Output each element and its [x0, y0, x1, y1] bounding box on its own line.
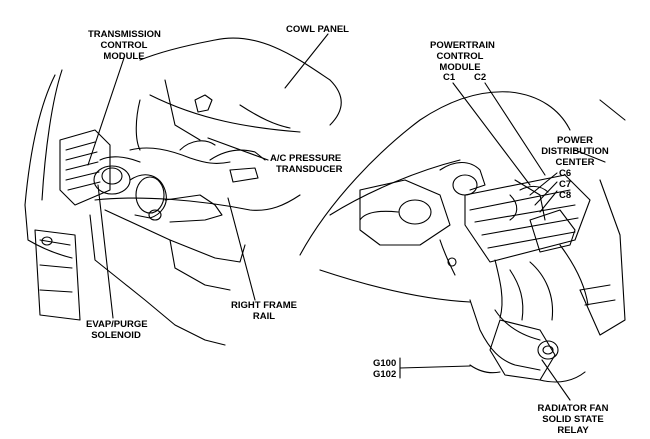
leader-pcm-c1 — [452, 82, 531, 186]
label-line: G100 — [373, 358, 397, 369]
label-line: RELAY — [557, 425, 589, 436]
label-line: RIGHT FRAME — [231, 300, 297, 311]
label-transmission-control-module: TRANSMISSION CONTROL MODULE — [88, 29, 161, 62]
label-line: EVAP/PURGE — [86, 319, 148, 330]
label-line: G102 — [373, 369, 397, 380]
leader-tcm — [87, 57, 125, 166]
leader-lines — [87, 33, 571, 401]
label-line: C2 — [474, 72, 487, 83]
label-line: POWER — [557, 135, 593, 146]
leader-pdc-c7 — [534, 181, 558, 206]
leader-pdc-c8 — [539, 190, 558, 213]
left-engine-bay-drawing — [24, 37, 342, 346]
label-line: A/C PRESSURE — [270, 153, 342, 164]
leader-ac — [207, 137, 269, 161]
label-line: MODULE — [103, 51, 145, 62]
leader-evap — [97, 184, 114, 319]
label-line: C1 — [443, 72, 456, 83]
label-pdc-connectors: C6 C7 C8 — [559, 168, 571, 201]
label-line: SOLENOID — [91, 330, 141, 341]
label-line: SOLID STATE — [542, 414, 604, 425]
label-line: TRANSMISSION — [88, 29, 161, 40]
label-line: C7 — [559, 179, 572, 190]
label-line: RAIL — [252, 311, 276, 322]
label-line: POWERTRAIN — [430, 40, 495, 51]
label-line: C8 — [559, 190, 572, 201]
right-engine-bay-drawing — [299, 91, 626, 383]
label-evap-purge-solenoid: EVAP/PURGE SOLENOID — [86, 319, 148, 341]
label-right-frame-rail: RIGHT FRAME RAIL — [228, 300, 300, 322]
label-pcm-connector-c1: C1 — [443, 72, 455, 83]
label-power-distribution-center: POWER DISTRIBUTION CENTER — [534, 135, 616, 168]
label-line: DISTRIBUTION — [541, 146, 609, 157]
label-cowl-panel: COWL PANEL — [286, 24, 349, 35]
label-grounds: G100 G102 — [373, 358, 396, 380]
label-radiator-fan-solid-state-relay: RADIATOR FAN SOLID STATE RELAY — [528, 403, 618, 436]
leader-cowl — [284, 33, 329, 89]
label-line: COWL PANEL — [286, 24, 349, 35]
label-line: RADIATOR FAN — [537, 403, 609, 414]
label-line: CONTROL — [436, 51, 484, 62]
leader-pdc-c6 — [529, 172, 558, 196]
label-line: C6 — [559, 168, 572, 179]
label-line: TRANSDUCER — [276, 164, 343, 175]
label-line: MODULE — [439, 62, 481, 73]
leader-rail — [227, 197, 256, 301]
leader-grounds — [399, 365, 471, 369]
leader-pcm-c2 — [484, 82, 546, 176]
label-line: CONTROL — [100, 40, 148, 51]
label-powertrain-control-module: POWERTRAIN CONTROL MODULE — [430, 40, 495, 73]
label-ac-pressure-transducer: A/C PRESSURE TRANSDUCER — [270, 153, 343, 175]
leader-fan-relay — [541, 359, 571, 401]
label-line: CENTER — [555, 157, 595, 168]
label-pcm-connector-c2: C2 — [474, 72, 486, 83]
